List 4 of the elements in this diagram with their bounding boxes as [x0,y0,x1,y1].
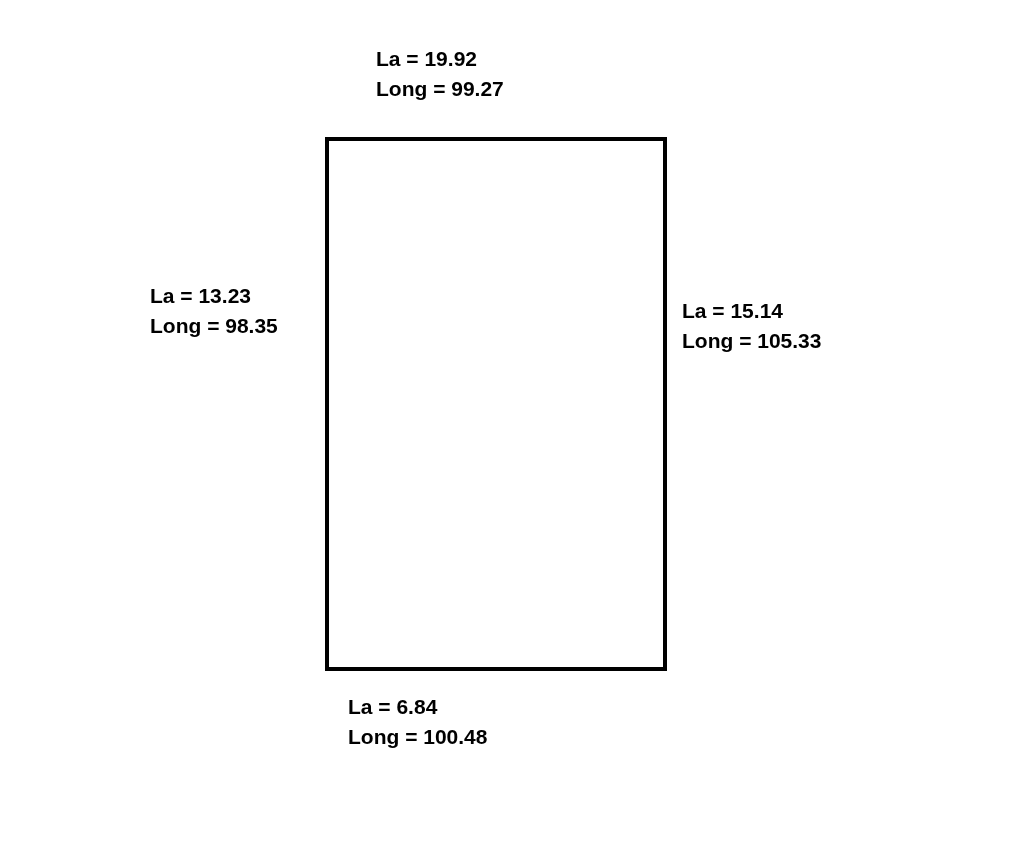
coordinate-label: La = 13.23 Long = 98.35 [150,283,279,339]
coordinate-label: La = 6.84 Long = 100.48 [348,694,489,750]
coordinate-label: La = 15.14 Long = 105.33 [682,298,823,354]
coordinate-label: La = 19.92 Long = 99.27 [376,46,505,102]
